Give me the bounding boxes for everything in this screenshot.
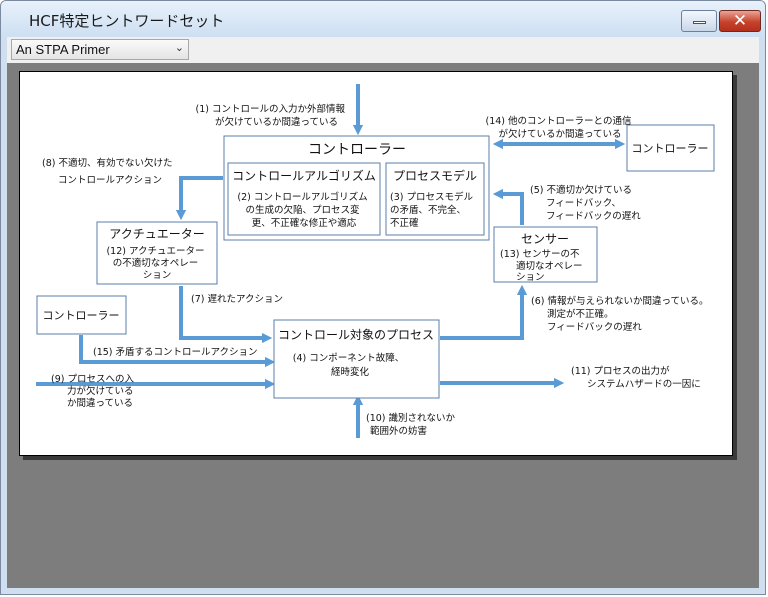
controller-right-title: コントローラー [632,142,709,155]
stpa-diagram: コントローラー コントロールアルゴリズム プロセスモデル アクチュエーター セン… [36,84,715,438]
arrow-delayed-7 [179,286,273,344]
arrow-action-8 [175,176,223,221]
arrow-sensing-6 [440,284,528,340]
toolbar: An STPA Primer ⌄ [7,37,759,63]
controller-left-title: コントローラー [43,309,120,322]
controller-left-box [36,295,127,335]
label-8: (8) 不適切、有効でない欠けた コントロールアクション [42,157,176,186]
label-9: (9) プロセスへの入 力が欠けている か間違っている [51,374,137,409]
label-10: (10) 識別されないか 範囲外の妨害 [366,412,458,437]
controller-main-title: コントローラー [308,142,406,158]
close-button[interactable]: ✕ [719,10,761,32]
chevron-down-icon: ⌄ [174,41,184,54]
close-icon: ✕ [732,11,748,31]
minimize-button[interactable] [681,10,717,32]
control-algorithm-desc: (2) コントロールアルゴリズム の生成の欠陥、プロセス変 更、不正確な修正や適… [237,191,370,229]
process-desc: (4) コンポーネント故障、 経時変化 [293,352,408,378]
minimize-icon [693,21,706,24]
sensor-box [493,226,598,283]
document-select[interactable]: An STPA Primer ⌄ [11,39,189,60]
document-select-value: An STPA Primer [16,42,110,57]
process-model-title: プロセスモデル [393,168,477,183]
arrow-conflict-15 [79,335,276,368]
control-algorithm-title: コントロールアルゴリズム [232,168,376,183]
label-6: (6) 情報が与えられないか間違っている。 測定が不正確。 フィードバックの遅れ [531,295,712,333]
process-model-desc: (3) プロセスモデル の矛盾、不完全、 不正確 [390,191,476,229]
process-model-box [385,162,485,236]
arrow-feedback-5 [492,188,524,225]
label-1: (1) コントロールの入力か外部情報 が欠けているか間違っている [195,103,348,128]
label-15: (15) 矛盾するコントロールアクション [93,346,258,358]
controller-right-box [626,124,715,172]
window-title: HCF特定ヒントワードセット [29,12,225,30]
actuator-title: アクチュエーター [109,227,204,241]
sensor-title: センサー [521,232,569,246]
label-11: (11) プロセスの出力が システムハザードの一因に [571,365,701,390]
actuator-desc: (12) アクチュエーター の不適切なオペレー ション [106,246,207,281]
control-algorithm-box [227,162,381,236]
label-14: (14) 他のコントローラーとの通信 が欠けているか間違っている [486,115,635,140]
process-title: コントロール対象のプロセス [278,328,434,342]
label-5: (5) 不適切か欠けている フィードバック、 フィードバックの遅れ [530,184,641,222]
diagram-paper: コントローラー コントロールアルゴリズム プロセスモデル アクチュエーター セン… [19,71,733,456]
title-bar[interactable]: HCF特定ヒントワードセット ✕ [1,1,765,37]
label-7: (7) 遅れたアクション [191,294,283,305]
actuator-box [96,221,218,285]
process-box [273,319,440,399]
sensor-desc: (13) センサーの不 適切なオペレー ション [500,249,586,283]
